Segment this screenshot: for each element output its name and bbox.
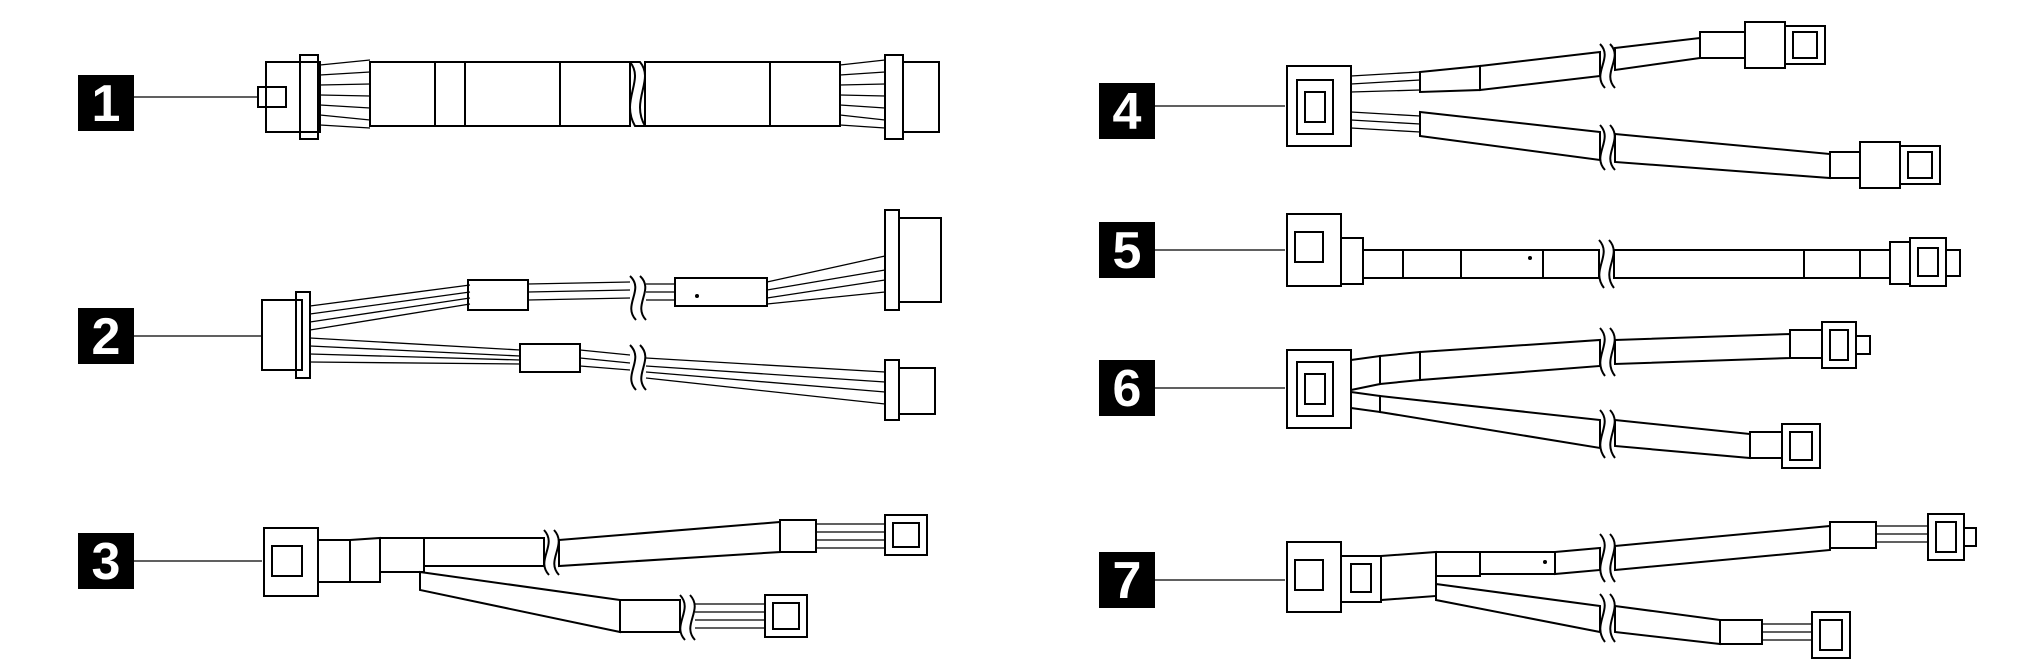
cable-5: 5 (1099, 213, 1961, 289)
cable-6: 6 (1099, 321, 1871, 469)
callout-label: 6 (1113, 360, 1142, 418)
cable-1: 1 (78, 54, 940, 140)
cable-7: 7 (1099, 513, 1977, 659)
callout-label: 5 (1113, 222, 1142, 280)
callout-label: 7 (1113, 552, 1142, 610)
callout-label: 2 (92, 308, 121, 366)
callout-label: 4 (1113, 83, 1142, 141)
callout-label: 3 (92, 533, 121, 591)
callout-label: 1 (92, 75, 121, 133)
cable-4: 4 (1099, 21, 1941, 189)
cable-3: 3 (78, 514, 928, 641)
cable-2: 2 (78, 209, 942, 421)
